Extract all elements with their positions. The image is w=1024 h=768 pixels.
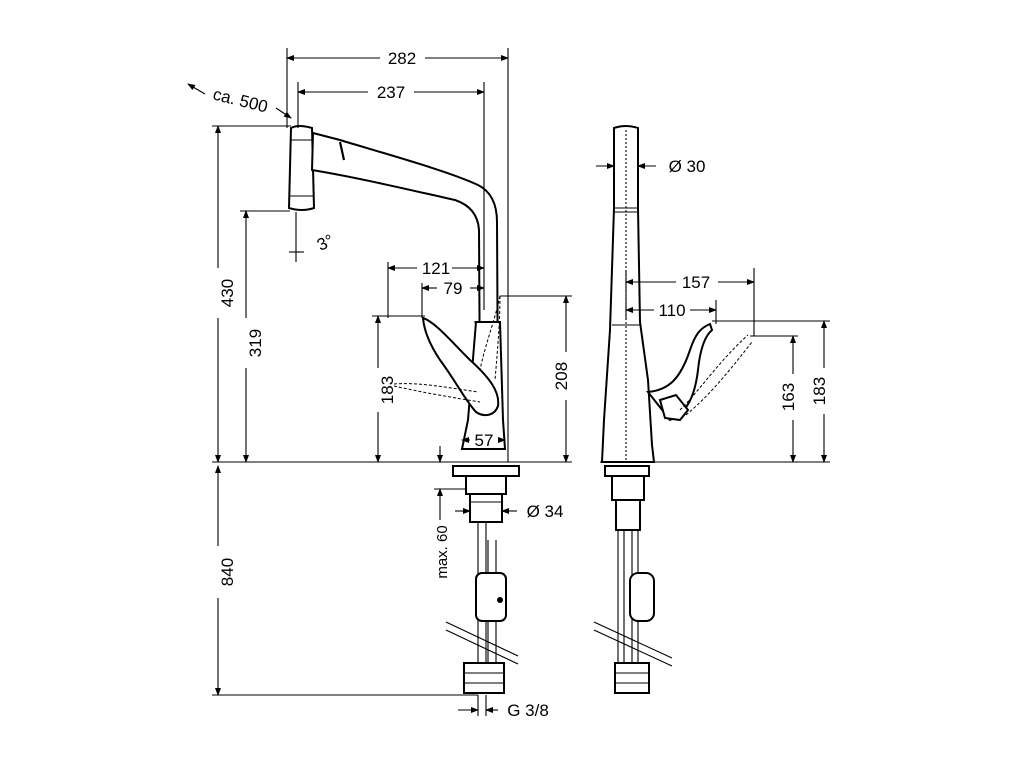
dim-157: 157 — [682, 273, 710, 292]
dim-430: 430 — [218, 279, 237, 307]
lever — [421, 316, 500, 417]
dim-110: 110 — [658, 301, 685, 320]
dim-max-60: max. 60 — [434, 525, 451, 578]
dim-319: 319 — [246, 329, 265, 357]
front-view: 282 237 ca. 500 430 319 3° 121 — [187, 48, 572, 720]
dim-208: 208 — [552, 362, 571, 390]
dim-57: 57 — [475, 431, 494, 450]
dim-183-front: 183 — [378, 376, 397, 404]
dim-angle: 3° — [314, 231, 337, 255]
dim-pull-out: ca. 500 — [211, 85, 270, 117]
dim-79: 79 — [444, 279, 463, 298]
spray-head — [287, 125, 316, 211]
base-plate — [452, 465, 520, 477]
dim-282: 282 — [388, 49, 416, 68]
side-lever — [646, 322, 714, 422]
dim-163: 163 — [779, 383, 798, 411]
dim-237: 237 — [377, 83, 405, 102]
side-view: Ø 30 157 110 163 183 — [593, 125, 830, 694]
dim-thread: G 3/8 — [507, 701, 549, 720]
dim-shank: Ø 34 — [527, 502, 564, 521]
dim-183-side: 183 — [810, 377, 829, 405]
dim-840: 840 — [218, 558, 237, 586]
dim-spout-dia: Ø 30 — [669, 157, 706, 176]
side-spout — [600, 125, 656, 463]
dim-121: 121 — [422, 259, 450, 278]
